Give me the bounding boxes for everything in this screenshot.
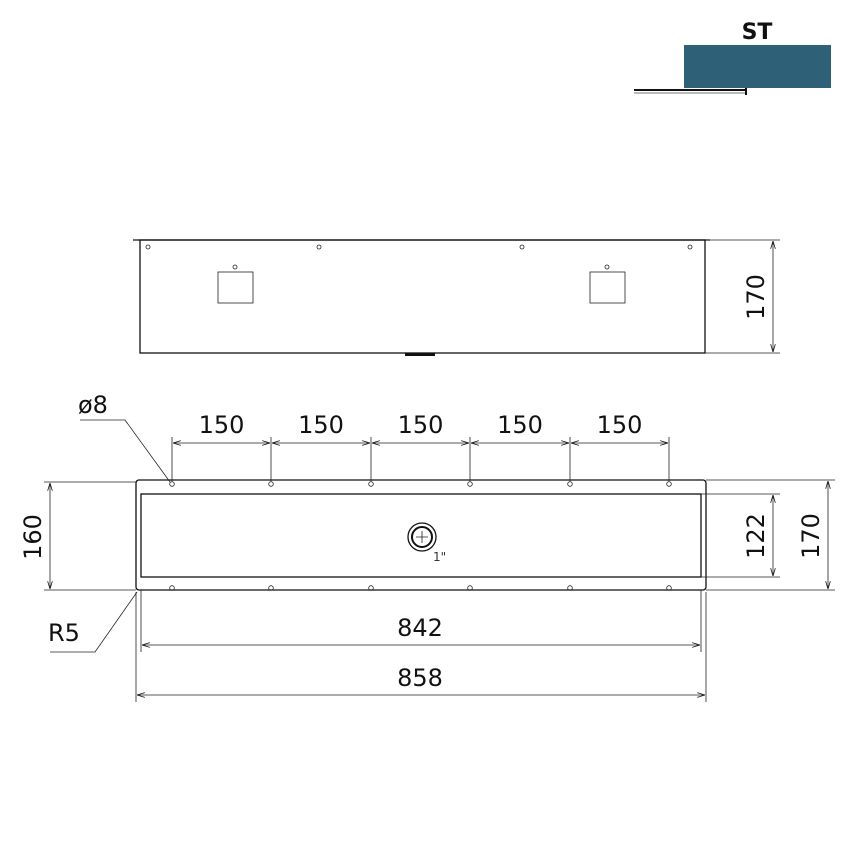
profile-badge: ST [634, 20, 831, 95]
side-view: 170 [133, 239, 780, 356]
mounting-hole [666, 585, 672, 591]
drain-size-label: 1" [433, 550, 446, 564]
mounting-hole [368, 585, 374, 591]
radius-label: R5 [48, 619, 80, 647]
drain-icon [407, 522, 437, 552]
mounting-hole [169, 585, 175, 591]
hole-leader [80, 419, 171, 483]
square-cutout-right [589, 271, 626, 304]
badge-color-block [684, 45, 831, 88]
side-height-dim: 170 [742, 274, 770, 320]
outer-height-dim: 170 [797, 513, 825, 559]
drain-inner [411, 526, 433, 548]
hole-diameter-label: ø8 [78, 391, 108, 419]
plan-inner-channel [140, 493, 702, 578]
side-view-outline [139, 239, 706, 354]
plan-outer-outline [135, 479, 707, 591]
cutout-hole-left [232, 264, 238, 270]
spacing-dim: 150 [497, 411, 543, 439]
plan-view: 150 150 150 150 150 1" ø8 R5 160 122 170 842 [19, 391, 835, 702]
mounting-hole [169, 481, 175, 487]
spacing-dim: 150 [199, 411, 245, 439]
badge-code: ST [742, 20, 773, 45]
spacing-dim: 150 [398, 411, 444, 439]
drain-outlet [405, 353, 435, 356]
spacing-dim: 150 [597, 411, 643, 439]
mounting-hole [567, 481, 573, 487]
outer-width-dim: 858 [397, 664, 443, 692]
mounting-hole [467, 585, 473, 591]
spacing-dimensions: 150 150 150 150 150 [171, 411, 670, 481]
mounting-hole [666, 481, 672, 487]
mounting-hole [368, 481, 374, 487]
mounting-hole [467, 481, 473, 487]
spacing-dim: 150 [298, 411, 344, 439]
plan-holes [169, 481, 672, 591]
drain-cross [416, 531, 428, 543]
left-height-dim: 160 [19, 514, 47, 560]
square-cutout-left [217, 271, 254, 304]
side-view-holes [145, 244, 693, 250]
radius-leader [50, 591, 138, 653]
mounting-hole [268, 585, 274, 591]
inner-height-dim: 122 [742, 513, 770, 559]
mounting-hole [268, 481, 274, 487]
mounting-hole [567, 585, 573, 591]
cutout-hole-right [604, 264, 610, 270]
inner-width-dim: 842 [397, 614, 443, 642]
